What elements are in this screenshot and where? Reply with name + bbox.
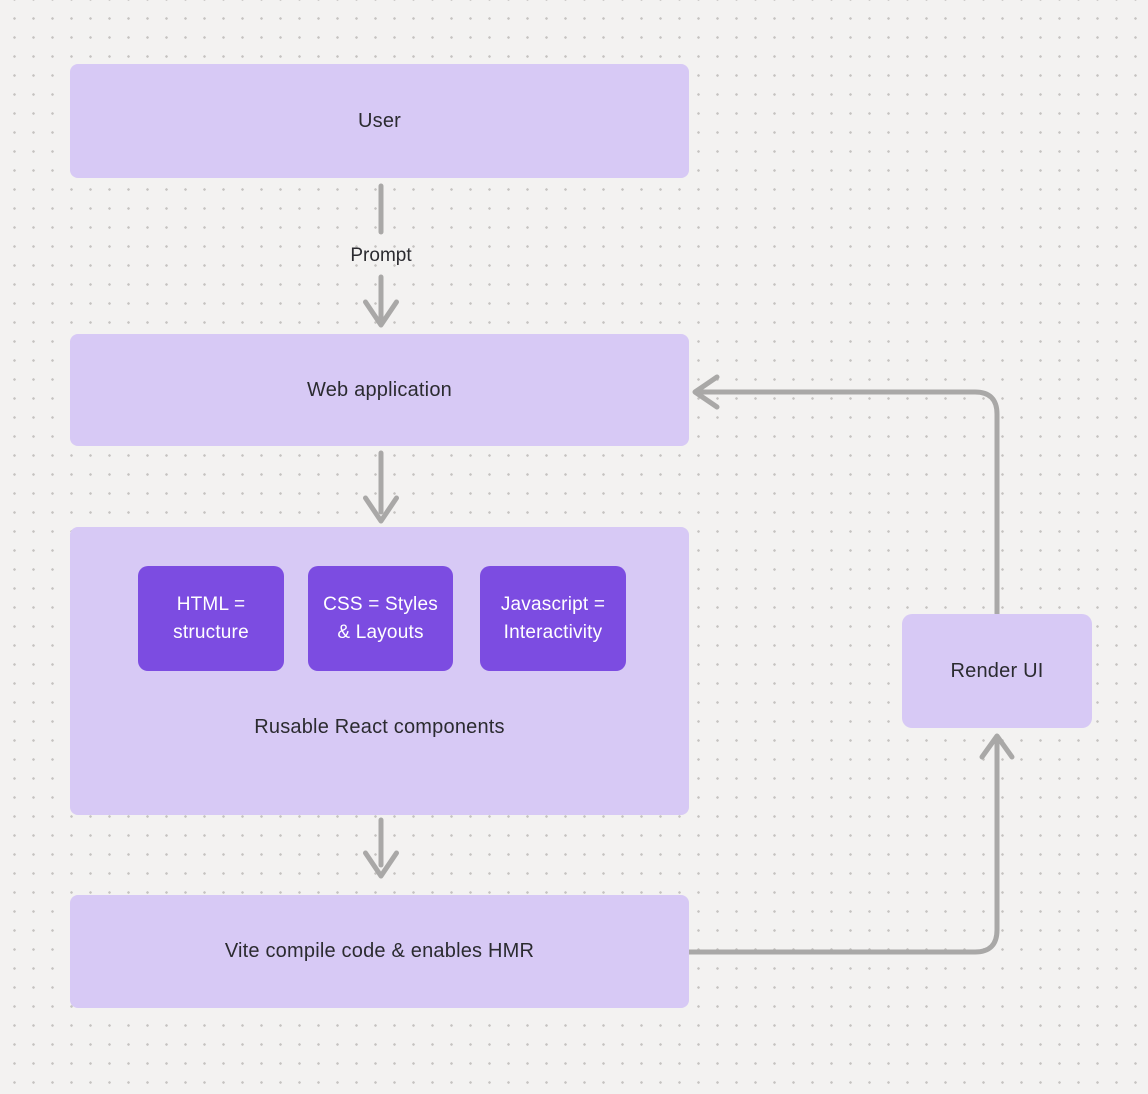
edge-vite-to-renderui-line xyxy=(686,739,1000,955)
node-render-ui: Render UI xyxy=(902,614,1092,728)
chip-html-line2: structure xyxy=(173,621,249,643)
chip-html-line1: HTML = xyxy=(176,593,246,615)
components-group-caption: Rusable React components xyxy=(254,716,505,738)
arrowhead-down-components-icon xyxy=(363,495,399,524)
arrowhead-left-webapp-icon xyxy=(692,374,720,410)
node-web-application: Web application xyxy=(70,334,689,446)
arrowhead-down-webapp-icon xyxy=(363,299,399,328)
chip-css-line2: & Layouts xyxy=(337,621,424,643)
node-web-application-label: Web application xyxy=(307,378,452,401)
node-user: User xyxy=(70,64,689,178)
node-vite: Vite compile code & enables HMR xyxy=(70,895,689,1008)
chip-css-line1: CSS = Styles xyxy=(323,593,438,615)
edge-label-prompt: Prompt xyxy=(350,245,412,266)
node-components-group: HTML = structure CSS = Styles & Layouts … xyxy=(70,527,689,815)
node-render-ui-label: Render UI xyxy=(950,659,1044,682)
chip-javascript: Javascript = Interactivity xyxy=(480,566,626,671)
edge-renderui-to-webapp-line xyxy=(698,389,1000,617)
node-vite-label: Vite compile code & enables HMR xyxy=(224,940,535,962)
chip-css: CSS = Styles & Layouts xyxy=(308,566,453,671)
arrowhead-down-vite-icon xyxy=(363,850,399,879)
chip-html: HTML = structure xyxy=(138,566,284,671)
arrowhead-up-renderui-icon xyxy=(979,733,1015,760)
node-user-label: User xyxy=(357,109,402,132)
chip-javascript-line1: Javascript = xyxy=(500,593,606,615)
chip-javascript-line2: Interactivity xyxy=(503,621,603,643)
